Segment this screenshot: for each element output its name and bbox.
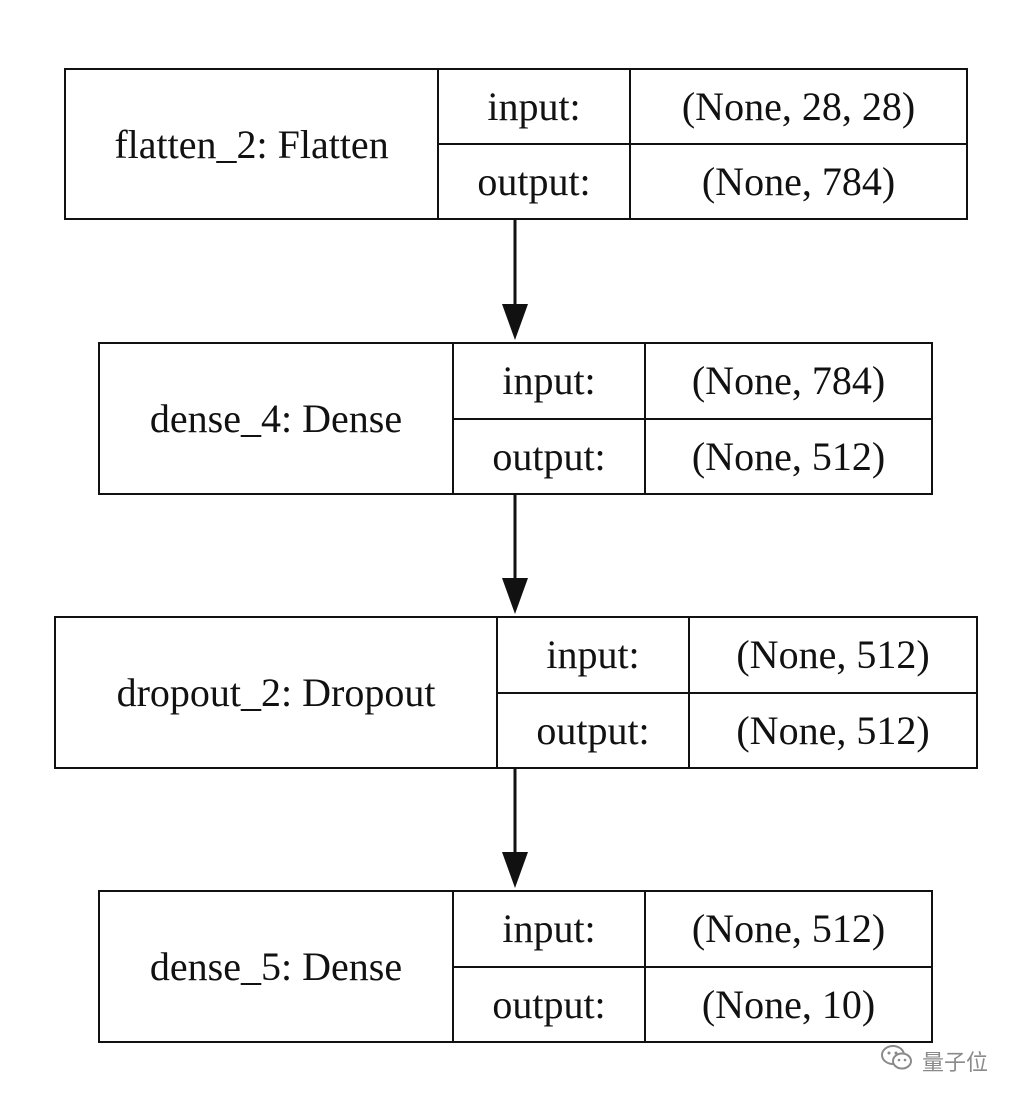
output-shape: (None, 10) (701, 981, 876, 1027)
layer-node-dropout-2: dropout_2: Dropout input: (None, 512) ou… (54, 616, 978, 769)
wechat-icon (880, 1043, 914, 1079)
input-shape: (None, 28, 28) (631, 70, 966, 145)
input-shape: (None, 512) (690, 618, 976, 694)
edge-2-to-3 (502, 769, 528, 888)
output-label: output: (498, 693, 690, 767)
output-shape: (None, 512) (736, 707, 930, 753)
watermark-text: 量子位 (921, 1051, 988, 1076)
output-label: output: (439, 145, 631, 218)
layer-node-dense-4: dense_4: Dense input: (None, 784) output… (98, 342, 933, 495)
output-shape: (None, 512) (691, 433, 886, 479)
layer-name: dense_5: Dense (100, 892, 454, 1041)
input-label: input: (454, 344, 646, 420)
input-label: input: (498, 618, 690, 694)
edge-1-to-2 (502, 495, 528, 614)
layer-node-flatten-2: flatten_2: Flatten input: (None, 28, 28)… (64, 68, 968, 220)
layer-name: dropout_2: Dropout (56, 618, 498, 767)
input-shape: (None, 784) (646, 344, 931, 420)
edge-0-to-1 (502, 220, 528, 340)
layer-name: flatten_2: Flatten (66, 70, 439, 218)
watermark: 量子位 (880, 1043, 988, 1079)
output-shape: (None, 784) (701, 159, 896, 204)
output-label: output: (454, 967, 646, 1041)
layer-node-dense-5: dense_5: Dense input: (None, 512) output… (98, 890, 933, 1043)
input-shape: (None, 512) (646, 892, 931, 968)
layer-name: dense_4: Dense (100, 344, 454, 493)
output-label: output: (454, 419, 646, 493)
input-label: input: (439, 70, 631, 145)
input-label: input: (454, 892, 646, 968)
